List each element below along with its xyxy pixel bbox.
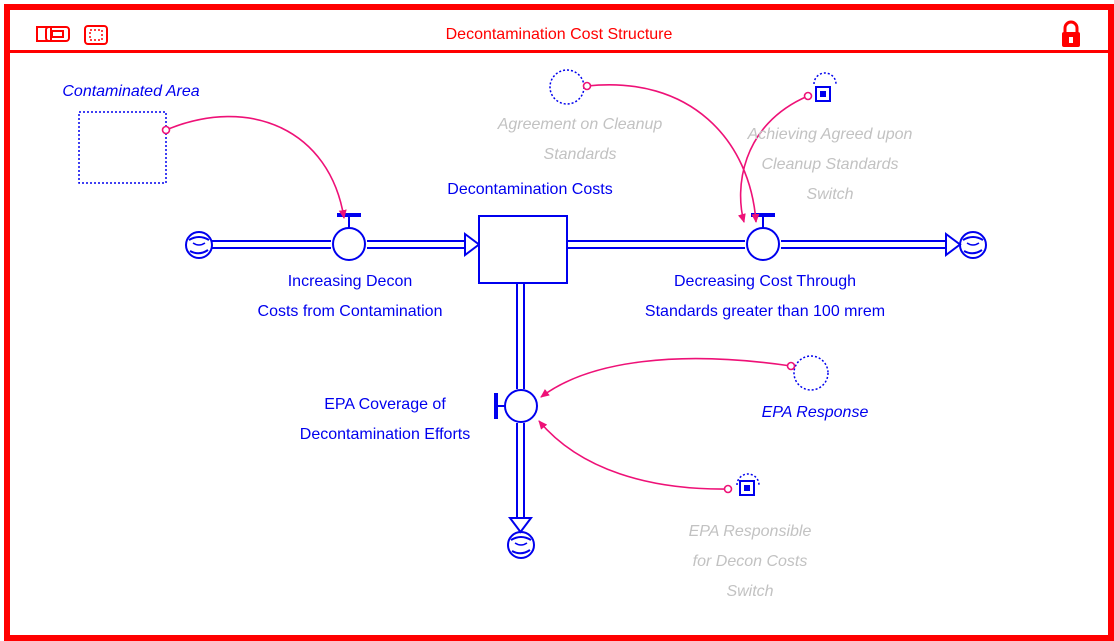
label-epa-response: EPA Response (761, 404, 869, 421)
connector-origin-dot (723, 484, 733, 494)
valve-decreasing[interactable] (746, 213, 780, 261)
label-epa-responsible-switch: EPA Responsible for Decon Costs Switch (688, 523, 812, 600)
pipe-epa-coverage (508, 283, 533, 534)
map-layer-icon[interactable] (84, 25, 108, 45)
connector-origin-dot (582, 81, 592, 91)
connector-origin-dot (803, 91, 813, 101)
label-flow-increasing: Increasing Decon Costs from Contaminatio… (257, 273, 443, 320)
source-cloud-left (185, 231, 213, 259)
connector-epa-switch-to-coverage (538, 420, 729, 490)
connector-agreement-to-decreasing (586, 84, 760, 223)
switch-epa-responsible-icon[interactable] (736, 473, 760, 496)
label-contaminated-area: Contaminated Area (62, 83, 200, 100)
connector-area-to-increasing (165, 115, 347, 219)
sink-cloud-bottom (507, 531, 535, 559)
converter-epa-response[interactable] (793, 355, 829, 391)
stock-decontamination-costs[interactable] (478, 215, 568, 284)
switch-achieving-icon[interactable] (813, 72, 837, 102)
valve-epa-coverage[interactable] (494, 389, 538, 423)
label-flow-decreasing: Decreasing Cost Through Standards greate… (644, 273, 886, 320)
connector-origin-dot (786, 361, 796, 371)
label-achieving-switch: Achieving Agreed upon Cleanup Standards … (747, 126, 913, 203)
pipe-decreasing (567, 232, 962, 257)
model-layer-icon[interactable] (36, 26, 70, 42)
converter-agreement[interactable] (549, 69, 585, 105)
connector-switch-to-decreasing (737, 95, 809, 223)
label-agreement: Agreement on Cleanup Standards (497, 116, 663, 163)
diagram-frame (4, 4, 1114, 641)
converter-contaminated-area[interactable] (78, 111, 167, 184)
pipe-increasing (212, 232, 481, 257)
header-divider (10, 50, 1108, 53)
label-stock-decontamination-costs: Decontamination Costs (447, 181, 613, 198)
connector-epa-response-to-coverage (540, 357, 792, 398)
valve-increasing[interactable] (332, 213, 366, 261)
sink-cloud-right (959, 231, 987, 259)
label-flow-epa-coverage: EPA Coverage of Decontamination Efforts (299, 396, 471, 443)
diagram-title: Decontamination Cost Structure (445, 26, 673, 43)
connector-origin-dot (161, 125, 171, 135)
lock-icon[interactable] (1062, 20, 1080, 47)
